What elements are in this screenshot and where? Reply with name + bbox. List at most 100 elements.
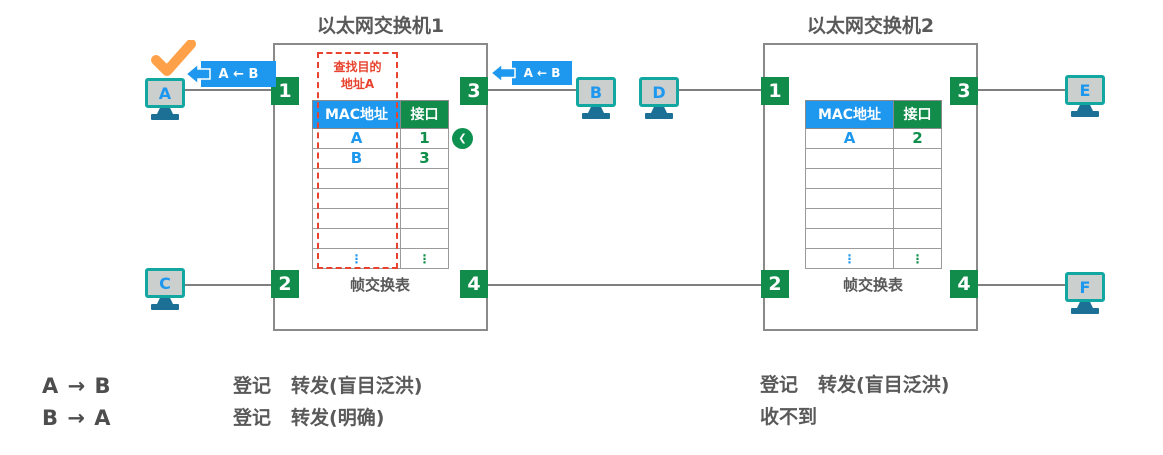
if-ellipsis: ⋮ xyxy=(893,248,942,269)
mac-cell: A xyxy=(805,128,894,149)
result-detail: 转发(明确) xyxy=(291,407,385,429)
host-f: F xyxy=(1065,272,1105,314)
back-icon-glyph: ❮ xyxy=(458,133,467,144)
result-action: 登记 xyxy=(760,374,799,396)
host-b: B xyxy=(576,77,616,119)
if-cell xyxy=(400,228,449,249)
host-c-monitor-icon: C xyxy=(145,268,185,298)
result-action: 登记 xyxy=(233,375,272,397)
left-arrow-icon xyxy=(490,62,516,84)
switch2-table-caption: 帧交换表 xyxy=(842,276,903,294)
switch2-port-1: 1 xyxy=(761,77,789,105)
if-cell xyxy=(400,208,449,229)
host-c-label: C xyxy=(159,273,171,293)
wire-trunk-sw1port4-sw2port2 xyxy=(488,284,763,286)
switch2-title: 以太网交换机2 xyxy=(806,15,935,37)
result-action: 登记 xyxy=(233,407,272,429)
if-ellipsis: ⋮ xyxy=(400,248,449,269)
host-a: A xyxy=(145,78,185,120)
switch2-results: 登记 转发(盲目泛洪) 收不到 xyxy=(760,369,949,433)
switch1-table-caption: 帧交换表 xyxy=(349,276,410,294)
monitor-stand xyxy=(1077,105,1093,111)
if-cell xyxy=(893,208,942,229)
lookup-note: 查找目的 地址A xyxy=(317,54,398,94)
mac-cell xyxy=(805,208,894,229)
monitor-base xyxy=(1071,308,1099,314)
table-row xyxy=(805,188,942,209)
host-c: C xyxy=(145,268,185,310)
table-row xyxy=(805,208,942,229)
mac-cell xyxy=(805,228,894,249)
switch2-port-2: 2 xyxy=(761,270,789,298)
host-f-monitor-icon: F xyxy=(1065,272,1105,302)
left-arrow-icon xyxy=(185,62,211,86)
host-d-label: D xyxy=(652,82,666,102)
switch2-table-header-mac: MAC地址 xyxy=(805,100,894,129)
switch1-title: 以太网交换机1 xyxy=(316,15,445,37)
mac-cell xyxy=(805,148,894,169)
back-icon: ❮ xyxy=(452,128,473,149)
result-detail: 转发(盲目泛洪) xyxy=(291,375,423,397)
switch2-port-3: 3 xyxy=(950,77,978,105)
host-b-monitor-icon: B xyxy=(576,77,616,107)
switch1-port-2: 2 xyxy=(271,270,299,298)
switch1-result-row2: 登记 转发(明确) xyxy=(233,402,422,434)
switch1-port-4: 4 xyxy=(460,270,488,298)
switch2-result-row1: 登记 转发(盲目泛洪) xyxy=(760,369,949,401)
table-row xyxy=(312,188,449,209)
mac-ellipsis: ⋮ xyxy=(805,248,894,269)
lookup-note-line2: 地址A xyxy=(340,77,375,92)
host-a-label: A xyxy=(158,83,172,103)
if-cell: 3 xyxy=(400,148,449,169)
host-a-monitor-icon: A xyxy=(145,78,185,108)
wire-hostB-port3 xyxy=(488,89,576,91)
monitor-stand xyxy=(588,107,604,113)
if-cell: 2 xyxy=(893,128,942,149)
switch1-results: 登记 转发(盲目泛洪) 登记 转发(明确) xyxy=(233,370,422,434)
frame-label-2: A ← B xyxy=(512,61,572,85)
switch2-result-row2: 收不到 xyxy=(760,401,949,433)
monitor-stand xyxy=(157,108,173,114)
wire-hostF-sw2port4 xyxy=(978,284,1065,286)
wire-hostA-port1 xyxy=(185,89,271,91)
monitor-stand xyxy=(1077,302,1093,308)
if-cell: 1 xyxy=(400,128,449,149)
result-detail: 转发(盲目泛洪) xyxy=(818,374,950,396)
flow-b-to-a: B → A xyxy=(42,406,112,430)
lookup-note-line1: 查找目的 xyxy=(333,60,382,74)
monitor-base xyxy=(645,113,673,119)
if-cell xyxy=(893,188,942,209)
if-cell xyxy=(400,168,449,189)
mac-cell xyxy=(805,168,894,189)
wire-hostC-port2 xyxy=(185,284,271,286)
if-cell xyxy=(893,228,942,249)
flow-a-to-b: A → B xyxy=(42,374,112,398)
switch1-result-row1: 登记 转发(盲目泛洪) xyxy=(233,370,422,402)
host-e-monitor-icon: E xyxy=(1065,75,1105,105)
monitor-base xyxy=(582,113,610,119)
table-row xyxy=(805,228,942,249)
frame-label-1: A ← B xyxy=(201,61,276,87)
table-row: ⋮⋮ xyxy=(312,248,449,269)
switch1-table-header-if: 接口 xyxy=(400,100,449,129)
host-d-monitor-icon: D xyxy=(639,77,679,107)
host-b-label: B xyxy=(589,82,603,102)
flow-list: A → B B → A xyxy=(42,370,111,434)
check-icon xyxy=(151,40,196,76)
if-cell xyxy=(400,188,449,209)
host-e: E xyxy=(1065,75,1105,117)
monitor-stand xyxy=(157,298,173,304)
if-cell xyxy=(893,148,942,169)
result-action: 收不到 xyxy=(760,406,818,428)
monitor-base xyxy=(151,114,179,120)
mac-cell xyxy=(805,188,894,209)
monitor-stand xyxy=(651,107,667,113)
lookup-dashed-box xyxy=(317,52,398,269)
monitor-base xyxy=(151,304,179,310)
monitor-base xyxy=(1071,111,1099,117)
switch2-table-header-if: 接口 xyxy=(893,100,942,129)
